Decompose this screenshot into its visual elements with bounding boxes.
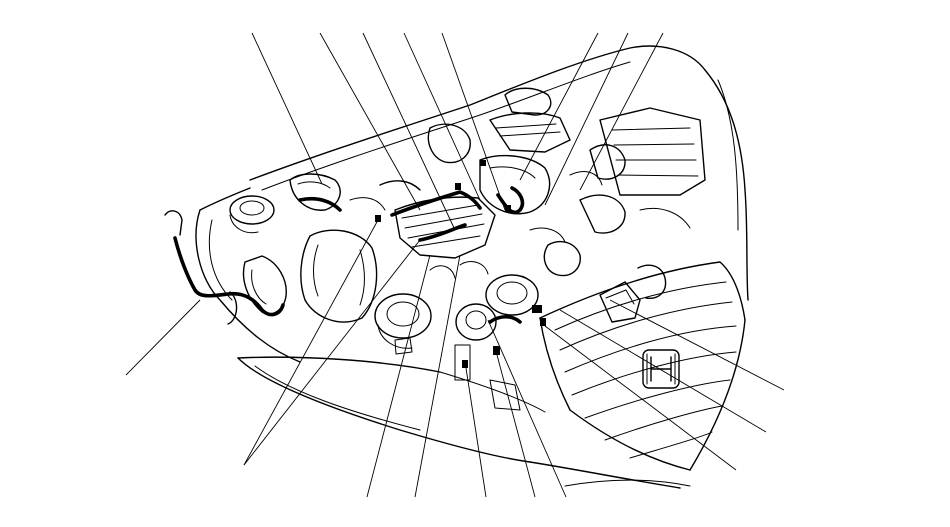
air-cleaner <box>374 293 432 349</box>
leader-line <box>544 32 629 206</box>
honda-emblem <box>642 349 680 389</box>
leader-line <box>243 239 421 466</box>
coolant-reservoir <box>455 303 497 341</box>
leader-line <box>441 32 506 211</box>
fuse-relay-box <box>289 173 421 211</box>
leader-line <box>243 219 379 466</box>
wire-harness <box>173 186 525 324</box>
leader-line <box>579 32 664 191</box>
left-fender-outline <box>195 187 301 363</box>
left-headlight-unit <box>242 255 287 315</box>
leader-line <box>496 354 536 498</box>
bumper-outline <box>237 356 681 489</box>
leader-line <box>403 32 481 201</box>
hood-outline <box>249 45 749 301</box>
leader-line <box>544 325 737 471</box>
leader-line <box>319 32 421 211</box>
battery-box <box>300 229 378 323</box>
misc-engine-detail <box>349 171 691 411</box>
leader-line <box>414 254 461 498</box>
left-strut-tower <box>229 195 275 234</box>
front-grille <box>539 261 746 487</box>
brake-booster <box>485 240 581 316</box>
headlamp-bracket-right <box>599 264 667 323</box>
leader-line <box>609 299 785 391</box>
leader-line <box>366 254 431 498</box>
leader-line <box>519 32 599 181</box>
leader-line <box>465 367 487 498</box>
leader-line <box>125 299 201 376</box>
radiator-support <box>579 107 706 234</box>
connectors <box>375 160 546 368</box>
leader-line <box>559 309 767 433</box>
leader-line <box>251 32 323 185</box>
leader-line <box>362 32 456 231</box>
leader-line <box>487 319 567 498</box>
callout-leaders <box>125 32 785 498</box>
